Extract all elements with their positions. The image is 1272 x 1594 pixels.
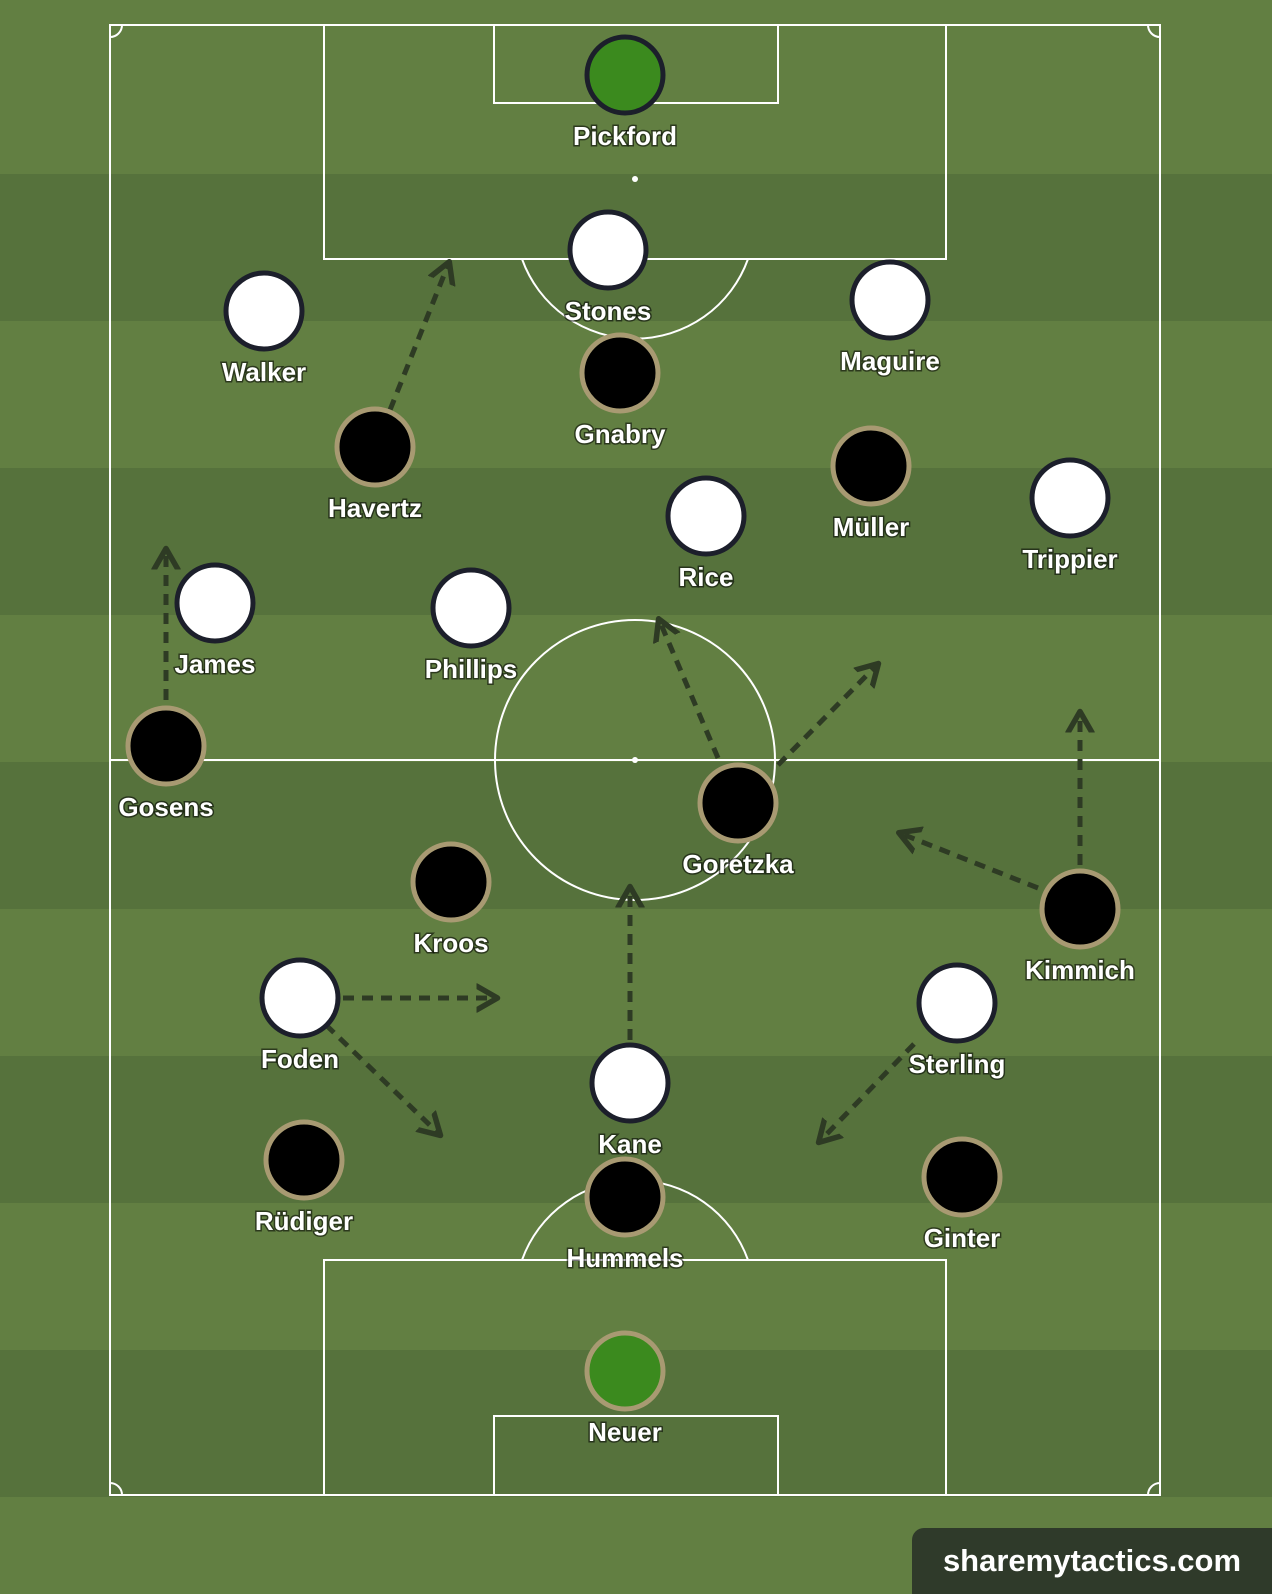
player-marker[interactable]: [921, 1136, 1003, 1218]
player-name: Trippier: [1022, 544, 1117, 574]
player-token[interactable]: Ginter: [921, 1136, 1003, 1255]
player-token[interactable]: Kimmich: [1024, 868, 1136, 987]
player-marker[interactable]: [584, 34, 666, 116]
player-marker[interactable]: [410, 841, 492, 923]
player-name: Rüdiger: [255, 1206, 353, 1236]
corner-arc-top-left: [109, 24, 123, 38]
player-marker[interactable]: [174, 562, 256, 644]
movement-arrow: [324, 1023, 438, 1133]
player-name: Rice: [679, 562, 734, 592]
movement-arrow: [902, 834, 1039, 891]
player-name: Müller: [833, 512, 910, 542]
movement-arrow: [821, 1042, 916, 1140]
corner-arc-top-right: [1147, 24, 1161, 38]
corner-arc-bottom-left: [109, 1482, 123, 1496]
player-name: Gosens: [118, 792, 213, 822]
player-name: James: [175, 649, 256, 679]
player-marker[interactable]: [916, 962, 998, 1044]
player-marker[interactable]: [430, 567, 512, 649]
player-name: Havertz: [328, 493, 422, 523]
center-spot: [632, 757, 638, 763]
movement-arrow: [776, 666, 876, 767]
player-token[interactable]: Havertz: [327, 406, 423, 525]
player-token[interactable]: Pickford: [571, 34, 679, 153]
player-token[interactable]: Hummels: [565, 1156, 685, 1275]
top-penalty-spot: [632, 176, 638, 182]
player-name: Foden: [261, 1044, 339, 1074]
player-name: Maguire: [840, 346, 940, 376]
site-watermark[interactable]: sharemytactics.com: [912, 1528, 1272, 1594]
player-token[interactable]: Rice: [665, 475, 747, 594]
player-marker[interactable]: [830, 425, 912, 507]
player-token[interactable]: Phillips: [423, 567, 519, 686]
player-token[interactable]: Foden: [259, 957, 341, 1076]
player-token[interactable]: Neuer: [584, 1330, 666, 1449]
movement-arrows: [166, 265, 1080, 1140]
player-name: Sterling: [909, 1049, 1006, 1079]
player-marker[interactable]: [697, 762, 779, 844]
player-name: Hummels: [566, 1243, 683, 1273]
player-token[interactable]: Müller: [830, 425, 912, 544]
player-name: Goretzka: [682, 849, 794, 879]
player-marker[interactable]: [223, 270, 305, 352]
movement-arrow: [660, 622, 721, 759]
player-marker[interactable]: [584, 1330, 666, 1412]
player-token[interactable]: Maguire: [839, 259, 941, 378]
player-token[interactable]: Rüdiger: [253, 1119, 355, 1238]
player-marker[interactable]: [1039, 868, 1121, 950]
player-name: Ginter: [924, 1223, 1001, 1253]
corner-arc-bottom-right: [1147, 1482, 1161, 1496]
player-name: Kroos: [413, 928, 488, 958]
player-token[interactable]: Walker: [220, 270, 308, 389]
player-marker[interactable]: [567, 209, 649, 291]
movement-arrow: [387, 265, 448, 411]
player-marker[interactable]: [1029, 457, 1111, 539]
player-token[interactable]: Kane: [589, 1042, 671, 1161]
player-marker[interactable]: [665, 475, 747, 557]
player-name: Neuer: [588, 1417, 662, 1447]
player-token[interactable]: Kroos: [410, 841, 492, 960]
player-name: Stones: [565, 296, 652, 326]
player-token[interactable]: Goretzka: [681, 762, 796, 881]
player-marker[interactable]: [334, 406, 416, 488]
player-marker[interactable]: [259, 957, 341, 1039]
player-marker[interactable]: [584, 1156, 666, 1238]
player-name: Pickford: [573, 121, 677, 151]
player-marker[interactable]: [263, 1119, 345, 1201]
player-name: Walker: [222, 357, 306, 387]
player-token[interactable]: Stones: [563, 209, 653, 328]
player-marker[interactable]: [589, 1042, 671, 1124]
player-marker[interactable]: [125, 705, 207, 787]
player-token[interactable]: Gnabry: [573, 332, 668, 451]
bottom-goal-area: [493, 1415, 779, 1496]
player-name: Kimmich: [1025, 955, 1135, 985]
player-token[interactable]: Trippier: [1021, 457, 1119, 576]
player-name: Kane: [598, 1129, 662, 1159]
player-marker[interactable]: [579, 332, 661, 414]
player-name: Phillips: [425, 654, 517, 684]
player-token[interactable]: James: [173, 562, 257, 681]
player-token[interactable]: Gosens: [117, 705, 215, 824]
player-name: Gnabry: [574, 419, 666, 449]
player-marker[interactable]: [849, 259, 931, 341]
player-token[interactable]: Sterling: [907, 962, 1007, 1081]
